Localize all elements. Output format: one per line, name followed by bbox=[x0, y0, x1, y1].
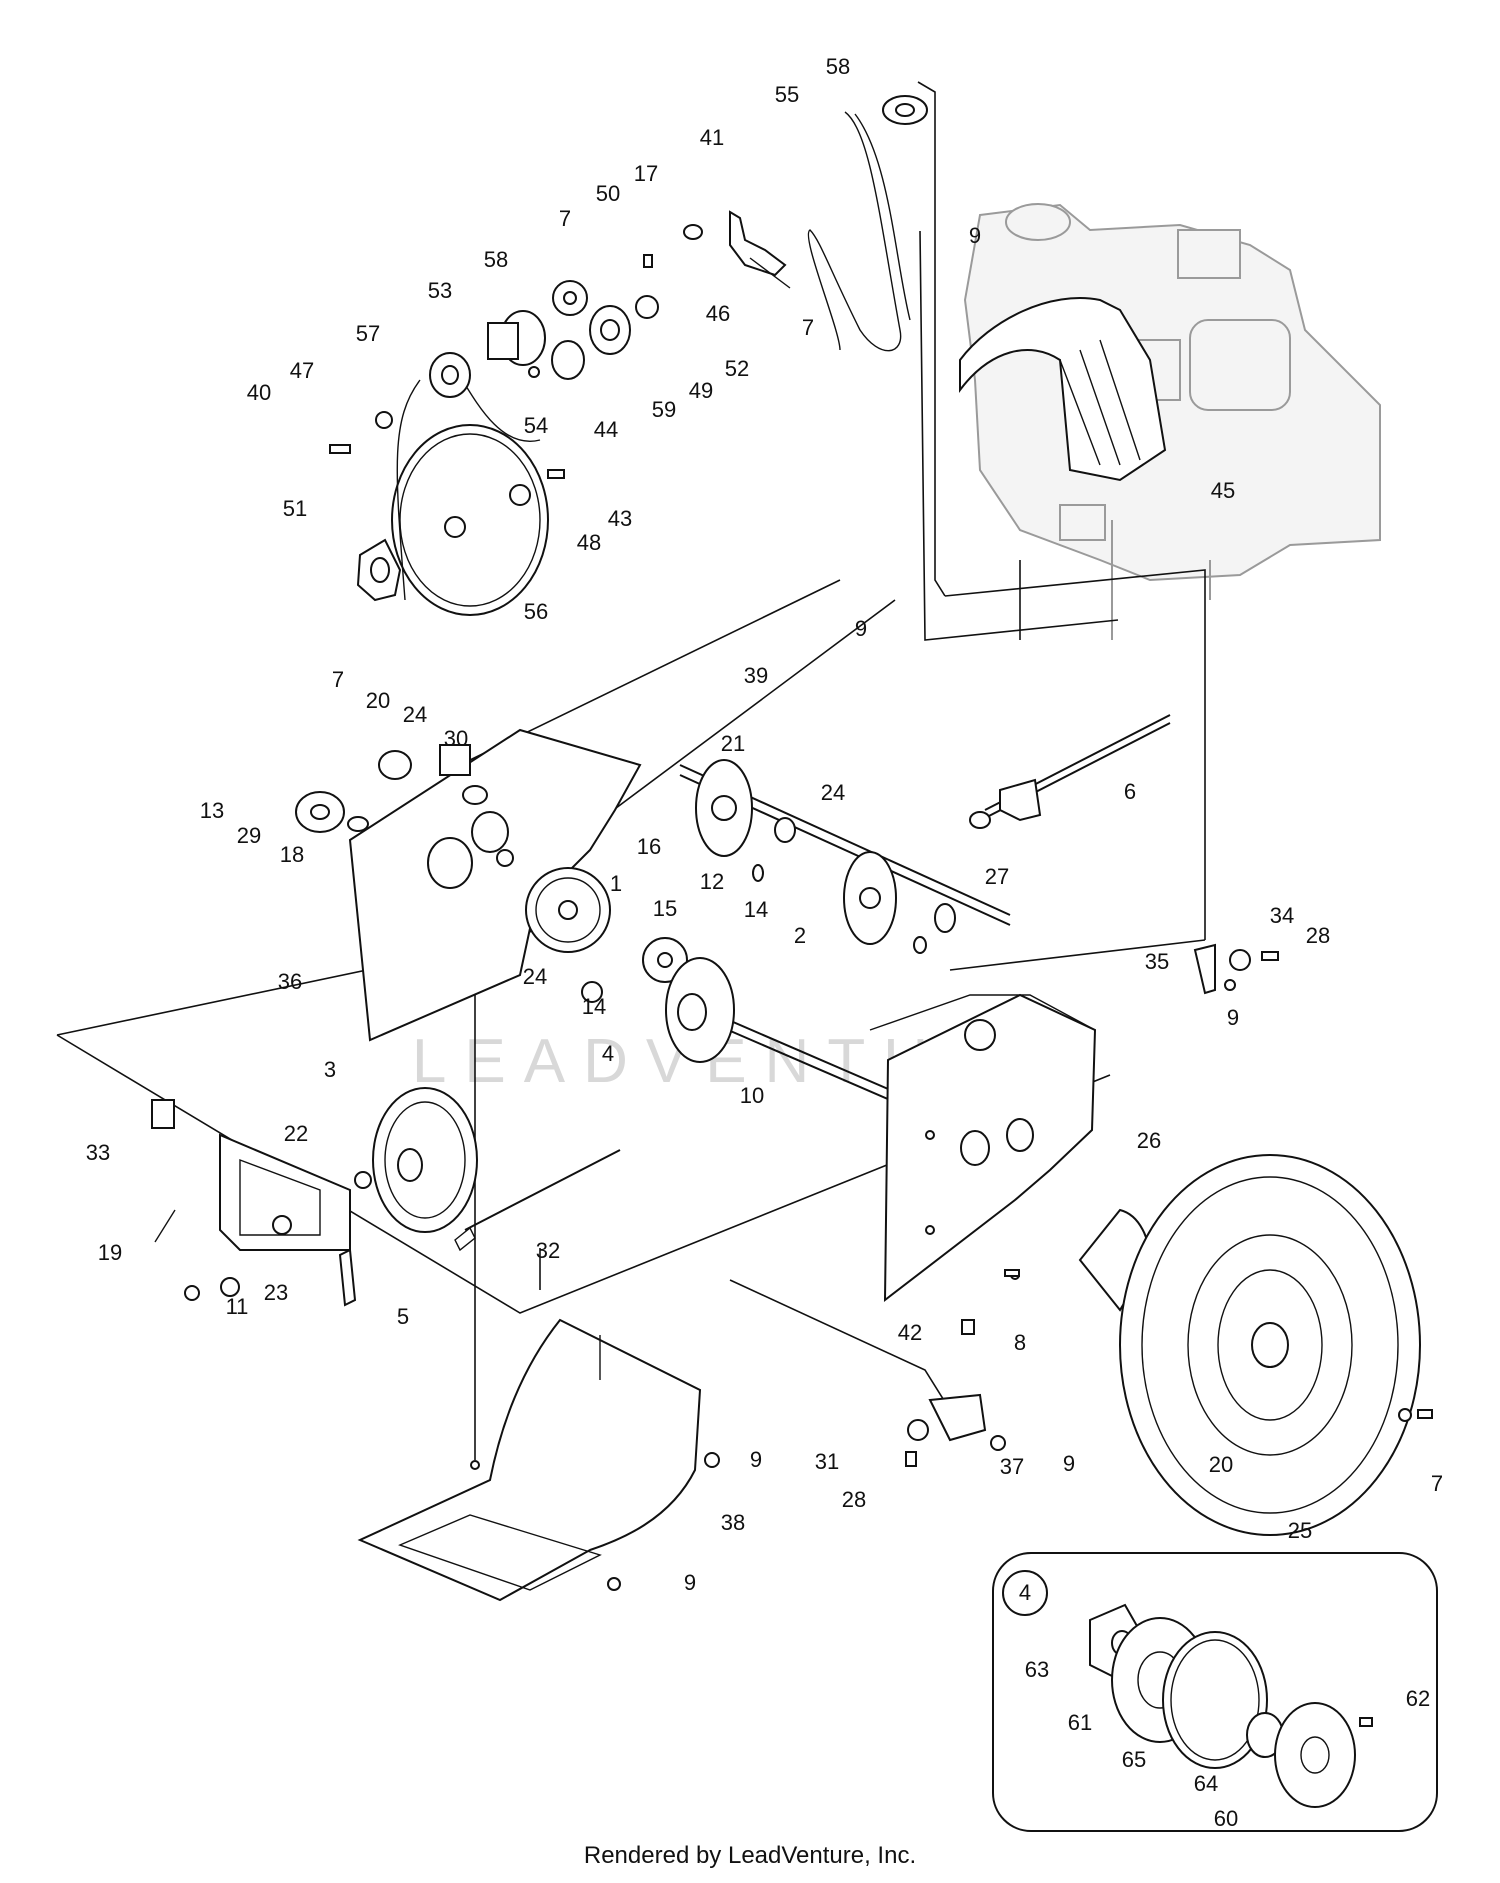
part-label-44: 44 bbox=[594, 417, 618, 442]
part-label-40: 40 bbox=[247, 380, 271, 405]
right-frame-plate bbox=[869, 943, 1279, 1335]
part-label-38: 38 bbox=[721, 1510, 745, 1535]
inset-callout-number: 4 bbox=[1019, 1580, 1031, 1605]
part-label-11: 11 bbox=[226, 1294, 249, 1319]
part-label-24b: 24 bbox=[821, 780, 845, 805]
part-label-53: 53 bbox=[428, 278, 452, 303]
part-label-36: 36 bbox=[278, 969, 302, 994]
part-label-2: 2 bbox=[794, 923, 806, 948]
part-label-21: 21 bbox=[721, 731, 745, 756]
part-label-18: 18 bbox=[280, 842, 304, 867]
part-label-7b: 7 bbox=[802, 315, 814, 340]
part-label-6: 6 bbox=[1124, 779, 1136, 804]
part-label-14a: 14 bbox=[744, 897, 768, 922]
part-label-7a: 7 bbox=[559, 206, 571, 231]
part-label-59: 59 bbox=[652, 397, 676, 422]
part-label-47: 47 bbox=[290, 358, 314, 383]
part-label-4a: 4 bbox=[602, 1041, 614, 1066]
part-label-52: 52 bbox=[725, 356, 749, 381]
drive-belt-55 bbox=[807, 95, 928, 352]
part-label-34: 34 bbox=[1270, 903, 1294, 928]
gear-train bbox=[496, 714, 1171, 1101]
drive-belt-54-and-pulley-56 bbox=[356, 352, 549, 616]
part-label-9c: 9 bbox=[1227, 1005, 1239, 1030]
part-label-23: 23 bbox=[264, 1280, 288, 1305]
part-label-12: 12 bbox=[700, 869, 724, 894]
part-label-9e: 9 bbox=[1063, 1451, 1075, 1476]
part-label-63: 63 bbox=[1025, 1657, 1049, 1682]
part-number-labels: 5855411750795853467575247494059445445434… bbox=[86, 54, 1443, 1831]
part-label-9a: 9 bbox=[969, 223, 981, 248]
part-label-17: 17 bbox=[634, 161, 658, 186]
bracket-37 bbox=[905, 1393, 1006, 1467]
render-credit-footer: Rendered by LeadVenture, Inc. bbox=[583, 1842, 917, 1869]
part-label-15: 15 bbox=[653, 896, 677, 921]
part-label-25: 25 bbox=[1288, 1518, 1312, 1543]
shroud-plate-38 bbox=[357, 1318, 720, 1602]
part-label-3: 3 bbox=[324, 1057, 336, 1082]
engine-outline bbox=[963, 203, 1381, 640]
part-label-62: 62 bbox=[1406, 1686, 1430, 1711]
belt-cover-45 bbox=[959, 297, 1167, 482]
part-label-32: 32 bbox=[536, 1238, 560, 1263]
part-label-29: 29 bbox=[237, 823, 261, 848]
part-label-20a: 20 bbox=[366, 688, 390, 713]
part-label-39: 39 bbox=[744, 663, 768, 688]
part-label-54: 54 bbox=[524, 413, 548, 438]
part-label-42: 42 bbox=[898, 1320, 922, 1345]
part-label-22: 22 bbox=[284, 1121, 308, 1146]
left-frame-plate-36 bbox=[295, 728, 642, 1042]
part-label-37: 37 bbox=[1000, 1454, 1024, 1479]
part-label-5: 5 bbox=[397, 1304, 409, 1329]
part-label-10: 10 bbox=[740, 1083, 764, 1108]
part-label-9f: 9 bbox=[684, 1570, 696, 1595]
part-label-9d: 9 bbox=[750, 1447, 762, 1472]
part-label-41: 41 bbox=[700, 125, 724, 150]
part-label-7d: 7 bbox=[1431, 1471, 1443, 1496]
wheel-assembly-25 bbox=[1078, 1154, 1433, 1536]
part-label-20b: 20 bbox=[1209, 1452, 1233, 1477]
part-label-26: 26 bbox=[1137, 1128, 1161, 1153]
part-label-30: 30 bbox=[444, 726, 468, 751]
idler-bracket-assembly bbox=[329, 210, 791, 506]
part-label-16: 16 bbox=[637, 834, 661, 859]
left-bracket-and-sprocket bbox=[151, 1087, 621, 1307]
part-label-57: 57 bbox=[356, 321, 380, 346]
part-label-1: 1 bbox=[610, 871, 622, 896]
part-label-64: 64 bbox=[1194, 1771, 1218, 1796]
part-label-50: 50 bbox=[596, 181, 620, 206]
part-label-31: 31 bbox=[815, 1449, 839, 1474]
part-label-19: 19 bbox=[98, 1240, 122, 1265]
part-label-8: 8 bbox=[1014, 1330, 1026, 1355]
part-label-65: 65 bbox=[1122, 1747, 1146, 1772]
part-label-61: 61 bbox=[1068, 1710, 1092, 1735]
part-label-43: 43 bbox=[608, 506, 632, 531]
part-label-56: 56 bbox=[524, 599, 548, 624]
part-label-24a: 24 bbox=[403, 702, 427, 727]
part-label-14b: 14 bbox=[582, 994, 606, 1019]
part-label-28a: 28 bbox=[1306, 923, 1330, 948]
part-label-46: 46 bbox=[706, 301, 730, 326]
part-label-24c: 24 bbox=[523, 964, 547, 989]
part-label-33: 33 bbox=[86, 1140, 110, 1165]
part-label-49: 49 bbox=[689, 378, 713, 403]
part-label-28b: 28 bbox=[842, 1487, 866, 1512]
part-label-35: 35 bbox=[1145, 949, 1169, 974]
part-label-45: 45 bbox=[1211, 478, 1235, 503]
inset-detail-box: 4 bbox=[992, 1552, 1438, 1832]
part-label-55: 55 bbox=[775, 82, 799, 107]
part-label-7c: 7 bbox=[332, 667, 344, 692]
part-label-27: 27 bbox=[985, 864, 1009, 889]
part-label-13: 13 bbox=[200, 798, 224, 823]
part-label-58b: 58 bbox=[484, 247, 508, 272]
part-label-51: 51 bbox=[283, 496, 307, 521]
part-label-48: 48 bbox=[577, 530, 601, 555]
part-label-58a: 58 bbox=[826, 54, 850, 79]
part-label-9b: 9 bbox=[855, 616, 867, 641]
part-label-60: 60 bbox=[1214, 1806, 1238, 1831]
